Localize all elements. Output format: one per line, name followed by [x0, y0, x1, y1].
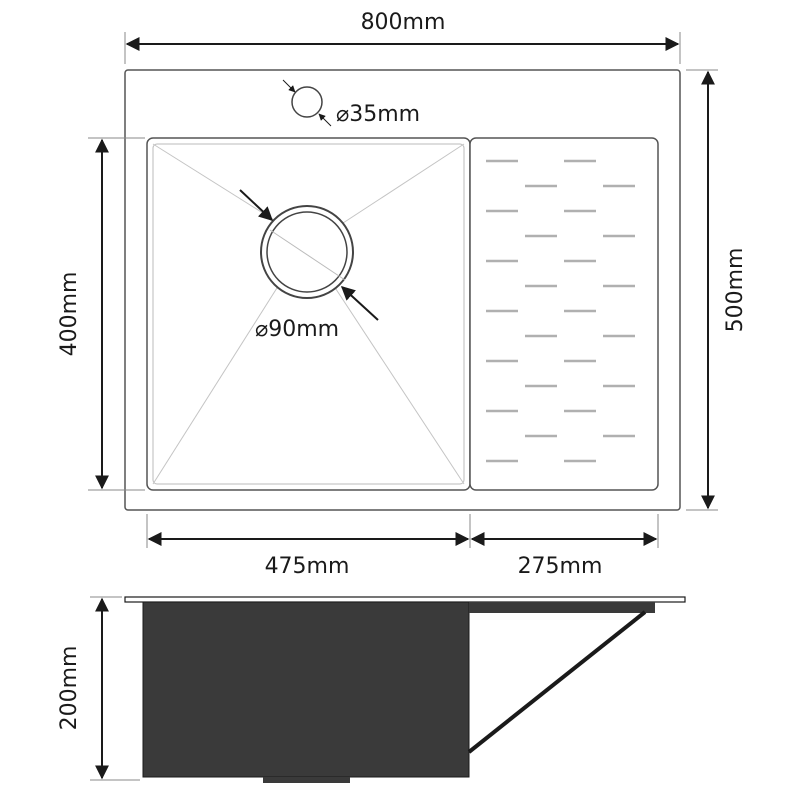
bowl-height-label: 200mm	[57, 646, 82, 731]
top-view: ⌀90mm ⌀35mm 800mm 500mm 400mm 475mm	[57, 10, 748, 579]
bowl-depth-label: 400mm	[57, 272, 82, 357]
bowl-width-label: 475mm	[265, 554, 350, 579]
bowl-inner-outline	[152, 143, 465, 485]
tap-hole-arrow-lower	[318, 113, 332, 127]
countertop-rim	[124, 596, 686, 603]
extension-lines	[88, 32, 718, 548]
overall-width-label: 800mm	[361, 10, 446, 35]
drain-outlet	[263, 777, 350, 783]
drainboard-outline	[469, 137, 659, 491]
drain-diameter-label: ⌀90mm	[255, 317, 339, 342]
tap-hole-icon	[291, 86, 323, 118]
drain-arrow-upper	[239, 189, 274, 221]
drainboard-width-label: 275mm	[518, 554, 603, 579]
side-extension-lines	[90, 596, 140, 781]
drain-arrow-lower	[340, 286, 379, 321]
drainboard-grooves	[486, 159, 635, 463]
tap-hole-arrow-upper	[282, 79, 296, 93]
overall-depth-label: 500mm	[723, 248, 748, 333]
drain-icon	[260, 205, 354, 299]
tap-hole-diameter-label: ⌀35mm	[336, 102, 420, 127]
bowl-body	[142, 601, 470, 778]
bowl-outline	[146, 137, 471, 491]
drainboard-support-line	[467, 610, 647, 754]
drainboard-edge	[469, 602, 655, 613]
side-view: 200mm	[57, 596, 686, 783]
